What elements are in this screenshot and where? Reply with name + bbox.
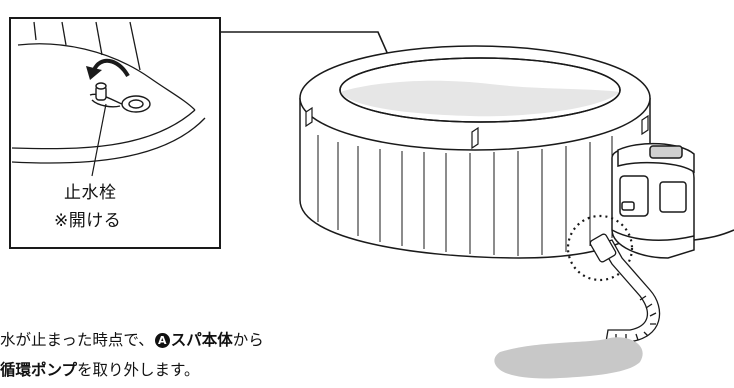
instruction-line-2: 循環ポンプを取り外します。 (0, 358, 200, 380)
valve-label-line1: 止水栓 (64, 183, 117, 203)
instruction-text-3: を取り外します。 (77, 361, 200, 379)
inset-frame (9, 17, 221, 249)
open-rotation-arrow (92, 59, 130, 78)
pump-term: 循環ポンプ (0, 361, 78, 379)
circulation-pump (611, 142, 695, 259)
marker-a-badge: A (154, 333, 170, 348)
valve-label-line2: ※開ける (54, 211, 122, 231)
power-cord (693, 229, 734, 241)
spa-body (299, 45, 651, 259)
inset-spa-floor (11, 21, 206, 164)
water-puddle (494, 337, 643, 379)
drain-valve-icon (89, 82, 151, 113)
instruction-text-2: から (232, 331, 264, 349)
rotation-arrowhead (86, 66, 102, 80)
connection-highlight (566, 214, 634, 282)
spa-body-term: スパ本体 (170, 331, 233, 349)
spa-handles (305, 106, 649, 150)
instruction-text-1: 水が止まった時点で、 (0, 331, 154, 349)
valve-pointer-line (91, 103, 107, 177)
